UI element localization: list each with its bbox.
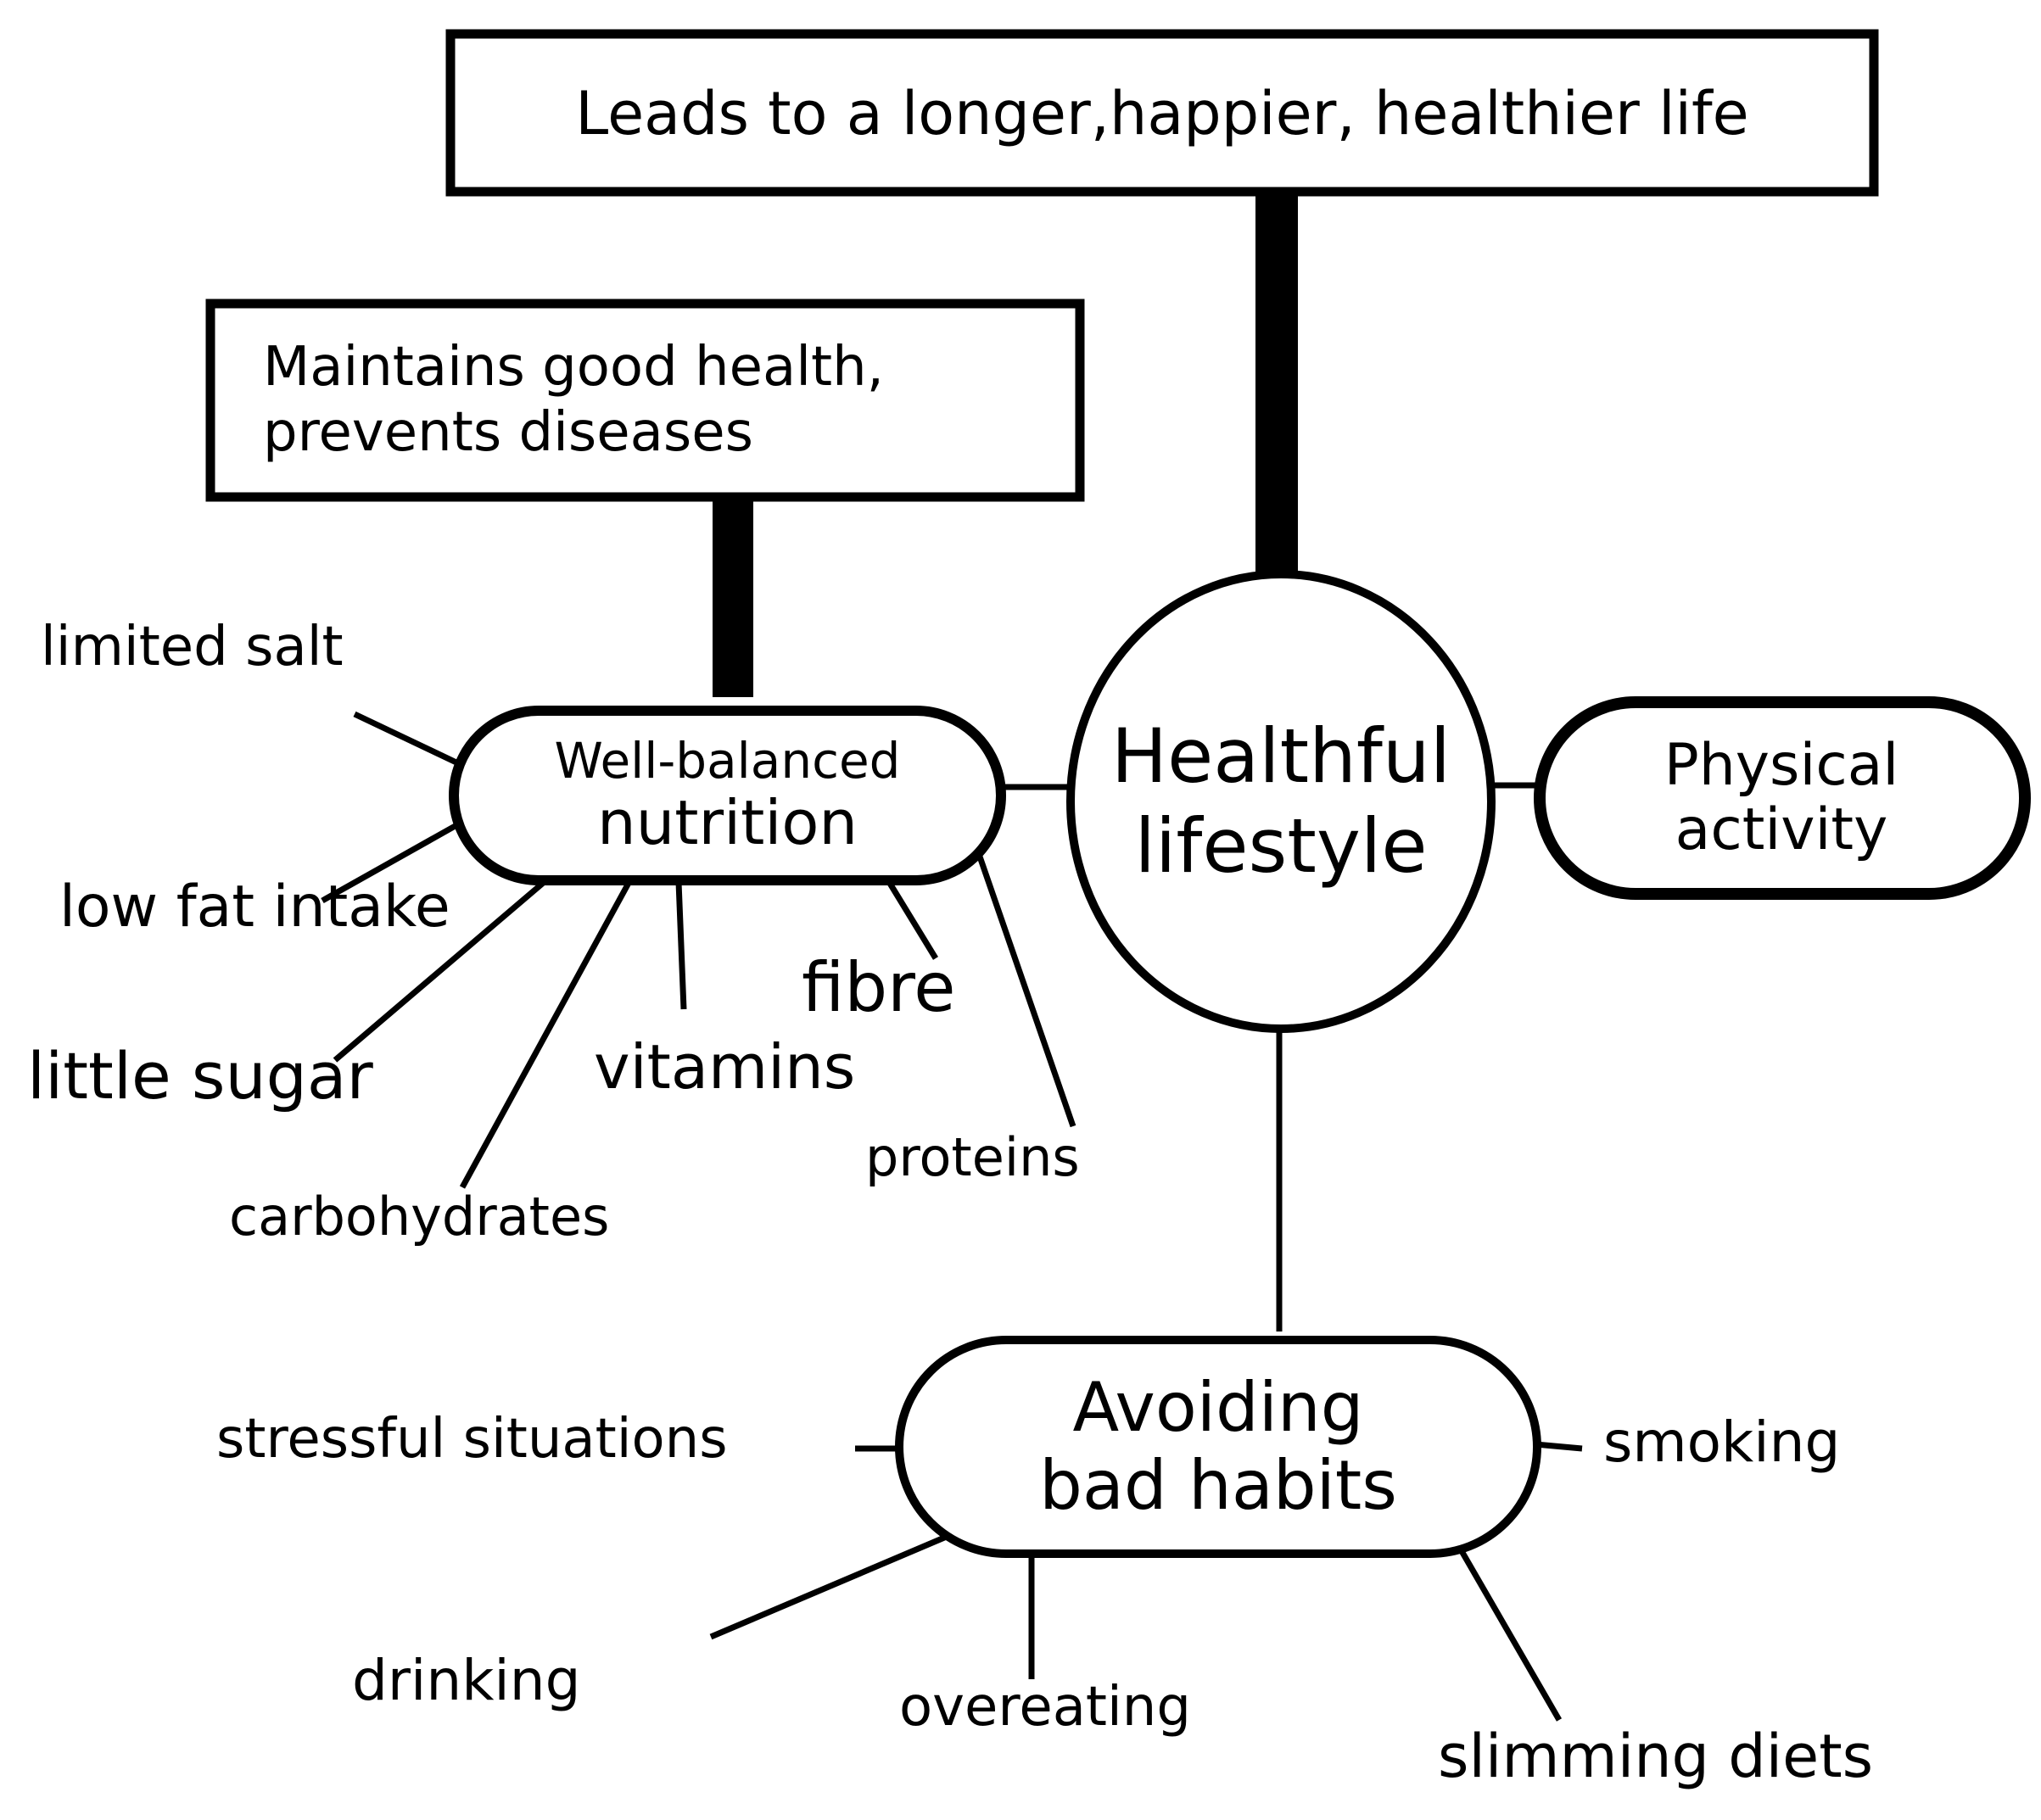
habit-item-stressful-situations: stressful situations	[216, 1408, 728, 1471]
physical-node: Physical activity	[1552, 714, 2010, 882]
nutrition-item-fibre: fibre	[802, 948, 956, 1027]
nutrition-line2: nutrition	[596, 787, 858, 859]
top-box-text: Leads to a longer,happier, healthier lif…	[575, 79, 1749, 148]
center-line2: lifestyle	[1134, 802, 1428, 890]
top-box: Leads to a longer,happier, healthier lif…	[458, 42, 1866, 185]
nutrition-item-proteins: proteins	[865, 1126, 1080, 1188]
habit-item-overeating: overeating	[899, 1676, 1191, 1739]
nutrition-spokes	[321, 711, 1076, 1189]
nutrition-pill	[449, 706, 1006, 885]
center-node: Healthful lifestyle	[1077, 577, 1485, 1026]
nutrition-item-little-sugar: little sugar	[27, 1038, 373, 1114]
habits-node: Avoiding bad habits	[912, 1350, 1524, 1544]
nutrition-item-limited-salt: limited salt	[41, 616, 344, 678]
health-box-line1: Maintains good health,	[263, 336, 884, 399]
habits-line2: bad habits	[1039, 1446, 1397, 1525]
habits-pill	[895, 1336, 1541, 1558]
health-box: Maintains good health, prevents diseases	[222, 314, 1069, 487]
center-line1: Healthful	[1110, 712, 1451, 801]
habits-spokes	[709, 1441, 1583, 1722]
physical-line2: activity	[1675, 796, 1888, 863]
health-box-line2: prevents diseases	[263, 401, 753, 464]
habit-item-slimming-diets: slimming diets	[1438, 1722, 1874, 1791]
health-box-frame	[205, 299, 1085, 502]
center-circle	[1066, 570, 1496, 1033]
connector-top-box	[1255, 185, 1298, 575]
nutrition-line1: Well-balanced	[554, 732, 901, 790]
top-box-frame	[445, 29, 1879, 197]
connector-health-box	[713, 497, 753, 697]
nutrition-item-vitamins: vitamins	[594, 1031, 856, 1103]
nutrition-item-carbohydrates: carbohydrates	[229, 1186, 610, 1248]
habit-item-smoking: smoking	[1603, 1410, 1841, 1475]
physical-line1: Physical	[1664, 731, 1899, 799]
physical-pill	[1534, 696, 2031, 900]
habits-line1: Avoiding	[1072, 1368, 1364, 1447]
nutrition-node: Well-balanced nutrition	[467, 723, 988, 868]
habit-item-drinking: drinking	[352, 1648, 581, 1713]
nutrition-item-low-fat-intake: low fat intake	[59, 874, 450, 941]
